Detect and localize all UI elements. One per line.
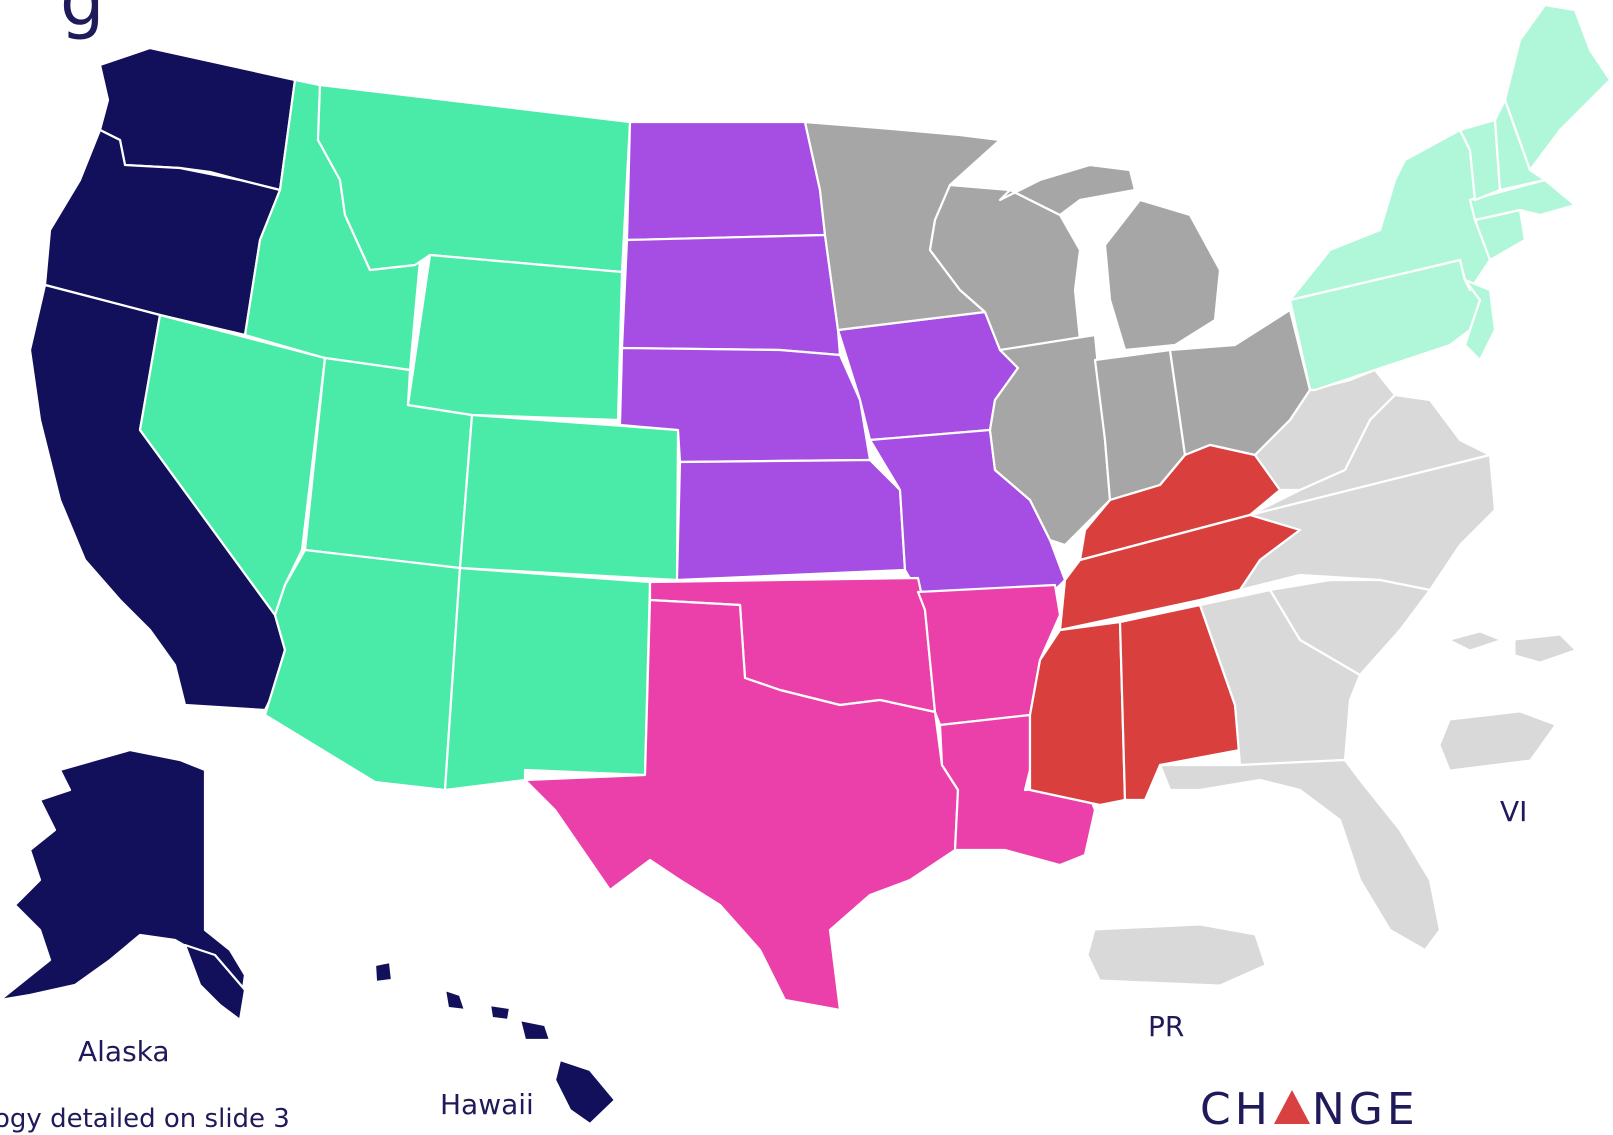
label-pr: PR (1148, 1010, 1185, 1043)
state-south-dakota[interactable] (620, 233, 842, 357)
state-arizona[interactable] (263, 548, 462, 792)
footnote: ogy detailed on slide 3 (0, 1104, 290, 1134)
logo-a-triangle-icon (1273, 1090, 1310, 1124)
state-hawaii[interactable] (373, 960, 617, 1124)
state-alaska[interactable] (0, 748, 247, 1012)
state-new-mexico[interactable] (443, 566, 652, 792)
state-georgia[interactable] (1198, 588, 1362, 767)
state-alaska-panhandle[interactable] (183, 943, 247, 1022)
logo-text-left: CH (1200, 1084, 1272, 1135)
territory-puerto-rico[interactable] (1087, 924, 1266, 986)
state-wyoming[interactable] (406, 253, 624, 422)
state-colorado[interactable] (458, 413, 680, 582)
state-michigan-upper[interactable] (998, 163, 1137, 217)
state-north-dakota[interactable] (625, 120, 827, 242)
state-new-jersey[interactable] (1463, 278, 1497, 362)
state-kansas[interactable] (675, 458, 907, 582)
logo-text-right: NGE (1311, 1084, 1419, 1135)
label-hawaii: Hawaii (440, 1088, 534, 1121)
title-fragment: g (60, 0, 105, 42)
state-texas[interactable] (523, 598, 960, 1012)
territory-virgin-islands[interactable] (1439, 631, 1576, 771)
state-montana[interactable] (316, 83, 632, 274)
state-michigan[interactable] (1103, 198, 1222, 352)
label-alaska: Alaska (78, 1035, 170, 1068)
state-florida[interactable] (1158, 758, 1442, 952)
label-vi: VI (1500, 795, 1528, 828)
state-vermont[interactable] (1458, 118, 1502, 202)
state-maine[interactable] (1503, 3, 1612, 172)
